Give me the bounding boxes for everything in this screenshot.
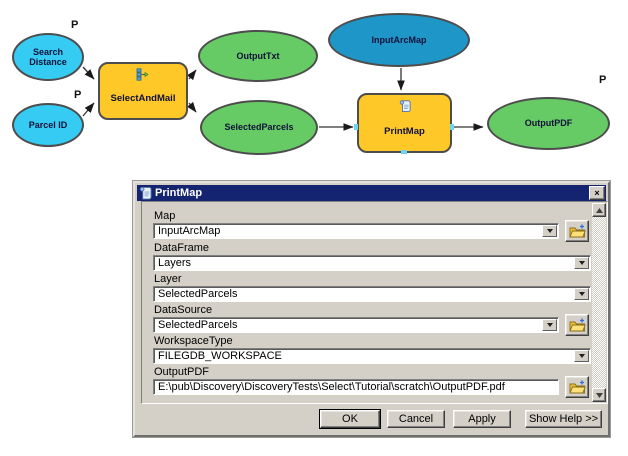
scrollbar-track[interactable] bbox=[592, 217, 606, 388]
node-output-txt[interactable]: OutputTxt bbox=[198, 30, 318, 82]
open-folder-icon bbox=[568, 318, 586, 332]
outputpdf-input[interactable]: E:\pub\Discovery\DiscoveryTests\Select\T… bbox=[153, 379, 559, 395]
field-label-layer: Layer bbox=[154, 273, 182, 285]
node-select-and-mail[interactable]: SelectAndMail bbox=[98, 62, 188, 120]
dataframe-combobox[interactable]: Layers bbox=[153, 255, 591, 271]
connector-selectandmail-selectedparcels bbox=[186, 101, 197, 113]
script-icon bbox=[139, 186, 152, 200]
node-output-pdf[interactable]: OutputPDF bbox=[487, 97, 610, 150]
node-parcel-id[interactable]: Parcel ID bbox=[12, 103, 84, 147]
datasource-combobox[interactable]: SelectedParcels bbox=[153, 317, 559, 333]
workspacetype-value: FILEGDB_WORKSPACE bbox=[158, 350, 282, 362]
param-badge-output-pdf: P bbox=[599, 74, 607, 86]
node-print-map[interactable]: PrintMap bbox=[357, 93, 452, 153]
param-badge-parcel-id: P bbox=[74, 89, 82, 101]
outputpdf-value: E:\pub\Discovery\DiscoveryTests\Select\T… bbox=[158, 381, 505, 393]
field-label-datasource: DataSource bbox=[154, 304, 213, 316]
parameters-panel: Map InputArcMap DataFrame Layers Layer bbox=[141, 201, 608, 404]
dataframe-value: Layers bbox=[158, 257, 192, 269]
param-badge-search-distance: P bbox=[71, 19, 79, 31]
apply-button[interactable]: Apply bbox=[453, 410, 511, 428]
connector-selectandmail-outputtxt bbox=[186, 69, 197, 81]
dialog-titlebar[interactable]: PrintMap × bbox=[137, 185, 606, 201]
map-combobox[interactable]: InputArcMap bbox=[153, 223, 559, 239]
dialog-button-row: OK Cancel Apply Show Help >> bbox=[135, 410, 612, 428]
chevron-down-icon[interactable] bbox=[574, 350, 589, 362]
layer-combobox[interactable]: SelectedParcels bbox=[153, 286, 591, 302]
printmap-dialog: PrintMap × Map InputArcMap DataFrame Lay… bbox=[133, 181, 610, 437]
node-selected-parcels[interactable]: SelectedParcels bbox=[200, 100, 318, 155]
map-value: InputArcMap bbox=[158, 225, 221, 237]
node-label: SelectedParcels bbox=[224, 122, 294, 133]
close-icon[interactable]: × bbox=[589, 186, 605, 200]
field-label-map: Map bbox=[154, 210, 176, 222]
script-icon bbox=[399, 100, 411, 112]
node-search-distance[interactable]: Search Distance bbox=[12, 33, 84, 81]
field-label-outputpdf: OutputPDF bbox=[154, 366, 210, 378]
model-icon bbox=[136, 68, 149, 81]
field-label-workspacetype: WorkspaceType bbox=[154, 335, 233, 347]
node-label: Search Distance bbox=[29, 46, 67, 67]
field-label-dataframe: DataFrame bbox=[154, 242, 210, 254]
chevron-down-icon[interactable] bbox=[542, 225, 557, 237]
ok-button[interactable]: OK bbox=[320, 410, 380, 428]
node-label: SelectAndMail bbox=[110, 93, 176, 105]
datasource-value: SelectedParcels bbox=[158, 319, 238, 331]
connector-handle bbox=[450, 124, 454, 130]
show-help-button[interactable]: Show Help >> bbox=[525, 410, 602, 428]
chevron-down-icon[interactable] bbox=[574, 257, 589, 269]
node-label: Parcel ID bbox=[28, 119, 68, 130]
node-label: PrintMap bbox=[384, 125, 425, 137]
connector-handle bbox=[354, 124, 358, 130]
node-label: OutputTxt bbox=[236, 50, 280, 61]
connector-searchdistance-selectandmail bbox=[82, 66, 95, 80]
scroll-down-icon[interactable] bbox=[592, 388, 606, 402]
layer-value: SelectedParcels bbox=[158, 288, 238, 300]
connector-parcelid-selectandmail bbox=[82, 102, 95, 117]
open-folder-icon bbox=[568, 224, 586, 238]
connector-handle bbox=[401, 150, 407, 154]
node-label: OutputPDF bbox=[524, 118, 573, 129]
chevron-down-icon[interactable] bbox=[542, 319, 557, 331]
browse-button-outputpdf[interactable] bbox=[565, 376, 589, 398]
cancel-button[interactable]: Cancel bbox=[387, 410, 445, 428]
browse-button-map[interactable] bbox=[565, 220, 589, 242]
dialog-title: PrintMap bbox=[155, 187, 203, 199]
vertical-scrollbar[interactable] bbox=[592, 203, 606, 402]
open-folder-icon bbox=[568, 380, 586, 394]
connector-arrows bbox=[82, 66, 484, 131]
chevron-down-icon[interactable] bbox=[574, 288, 589, 300]
workspacetype-combobox[interactable]: FILEGDB_WORKSPACE bbox=[153, 348, 591, 364]
node-label: InputArcMap bbox=[371, 34, 427, 45]
scroll-up-icon[interactable] bbox=[592, 203, 606, 217]
node-input-arc-map[interactable]: InputArcMap bbox=[328, 13, 470, 67]
browse-button-datasource[interactable] bbox=[565, 314, 589, 336]
